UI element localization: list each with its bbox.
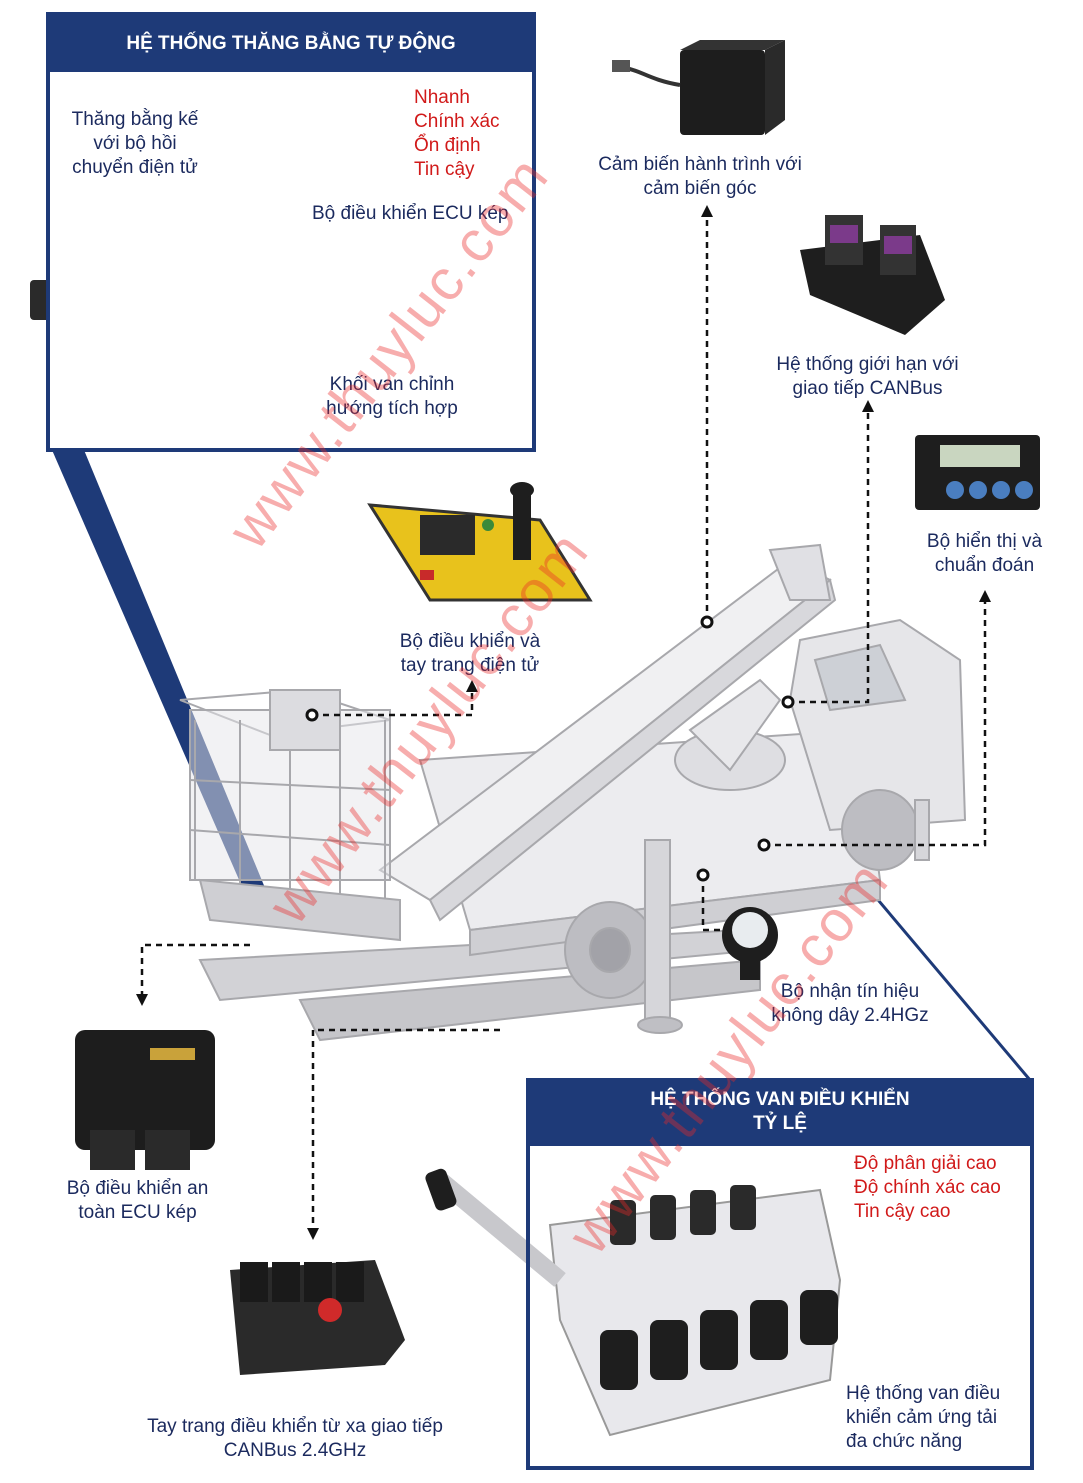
connector-points	[305, 615, 795, 882]
proportional-valve-title: HỆ THỐNG VAN ĐIỀU KHIỂN TỶ LỆ	[530, 1082, 1030, 1146]
auto-leveling-box: HỆ THỐNG THĂNG BẰNG TỰ ĐỘNG	[46, 12, 536, 452]
connector-limit-system	[788, 410, 870, 704]
connector-lines	[140, 215, 987, 1232]
ecu-label: Bộ điều khiển ECU kép	[312, 203, 509, 224]
remote-label: Tay trang điều khiển từ xa giao tiếp CAN…	[147, 1416, 443, 1461]
proportional-valve-label: Hệ thống van điều khiển cảm ứng tải đa c…	[846, 1383, 1001, 1452]
safety-ecu-image	[75, 1030, 215, 1170]
display-unit-image	[915, 435, 1040, 510]
auto-leveling-title: HỆ THỐNG THĂNG BẰNG TỰ ĐỘNG	[50, 16, 532, 72]
proportional-valve-image	[425, 1168, 842, 1437]
aerial-truck	[179, 543, 967, 1042]
receiver-label: Bộ nhận tín hiệu không dây 2.4HGz	[771, 981, 929, 1026]
proportional-valve-box: HỆ THỐNG VAN ĐIỀU KHIỂN TỶ LỆ	[526, 1078, 1034, 1470]
wireless-receiver-image	[722, 907, 778, 980]
controller-label: Bộ điều khiển và tay trang điện tử	[399, 631, 541, 676]
direction-valve-label: Khối van chỉnh hướng tích hợp	[326, 374, 458, 419]
limit-system-label: Hệ thống giới hạn với giao tiếp CANBus	[776, 354, 959, 399]
proportional-valve-benefits: Độ phân giải cao Độ chính xác cao Tin cậ…	[854, 1153, 1001, 1222]
remote-control-image	[230, 1260, 405, 1375]
connector-receiver	[701, 875, 720, 932]
limit-system-image	[800, 215, 945, 335]
connector-display	[764, 600, 987, 847]
stroke-sensor-label: Cảm biến hành trình với cảm biến góc	[598, 154, 802, 199]
connector-safety-ecu	[140, 943, 250, 998]
inclinometer-label: Thăng bằng kế với bộ hồi chuyển điện tử	[71, 109, 199, 178]
display-label: Bộ hiển thị và chuẩn đoán	[926, 531, 1043, 576]
safety-ecu-label: Bộ điều khiển an toàn ECU kép	[66, 1178, 209, 1223]
connector-remote	[311, 1028, 500, 1232]
connector-arrowheads	[136, 205, 991, 1240]
connector-controller	[312, 690, 474, 717]
auto-leveling-benefits: Nhanh Chính xác Ổn định Tin cậy	[414, 87, 500, 180]
joystick-controller-image	[367, 482, 593, 602]
stroke-sensor-image	[612, 40, 785, 135]
